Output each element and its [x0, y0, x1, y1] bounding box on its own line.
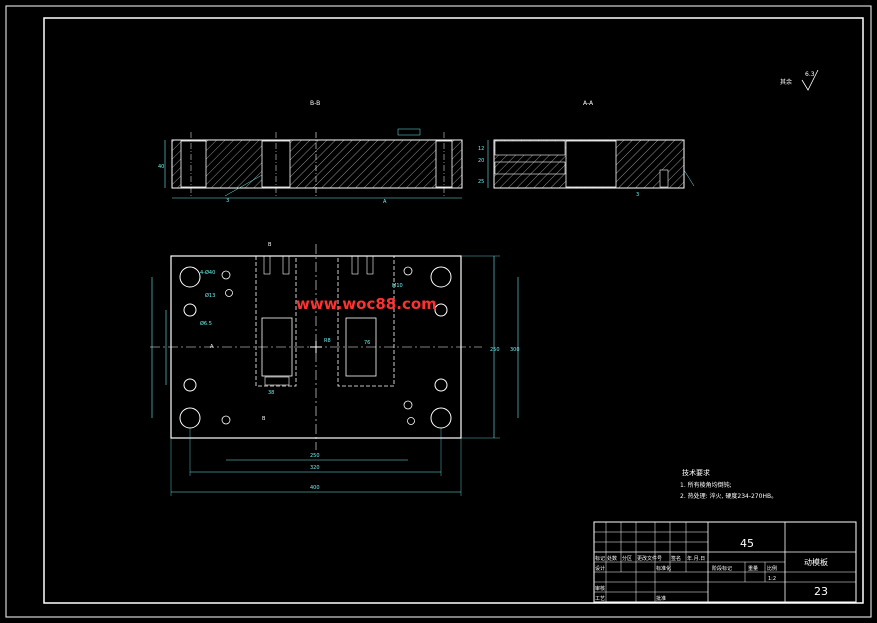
section-marker-b-top: B [268, 242, 272, 248]
plan-vert-dim-1: 250 [490, 347, 500, 353]
tb-r-stage: 阶段标记 [712, 565, 732, 572]
tb-r-review: 审核 [595, 585, 605, 592]
tb-material: 45 [740, 537, 754, 550]
roughness-value: 6.3 [805, 71, 815, 78]
right-dim-b: 20 [478, 158, 484, 164]
tb-h-count: 处数 [607, 555, 617, 562]
section-marker-a-left: A [210, 344, 214, 350]
hole-callout-4: M10 [392, 283, 403, 289]
plan-vert-dim-2: 300 [510, 347, 520, 353]
plan-horiz-dim-3: 400 [310, 485, 320, 491]
plan-horiz-dim-1: 250 [310, 453, 320, 459]
plan-view: R8 4-Ø40 Ø13 Ø6.5 M10 38 76 B A B 250 30… [150, 242, 520, 496]
tb-drawing-no: 23 [814, 585, 828, 598]
section-view-right: 12 20 25 3 [478, 139, 695, 198]
left-center-mark: A [383, 199, 387, 205]
tb-r-scale: 比例 [767, 565, 777, 572]
tb-part-name: 动模板 [804, 557, 828, 567]
tech-req-line2: 2. 热处理: 淬火, 硬度234-270HB。 [680, 492, 777, 500]
tb-r-weight: 重量 [748, 565, 758, 572]
outer-border [5, 5, 872, 618]
inner-border [43, 17, 864, 604]
plan-horiz-dim-2: 320 [310, 465, 320, 471]
tb-r-approve: 批准 [656, 595, 666, 602]
tb-h-zone: 分区 [622, 555, 632, 562]
title-block: 45 动模板 23 1:2 标记 处数 分区 更改文件号 签名 年.月.日 设计… [593, 521, 857, 603]
tb-h-mark: 标记 [595, 555, 605, 562]
slot-width: 38 [268, 390, 274, 396]
hole-callout-1: 4-Ø40 [200, 269, 215, 276]
slot-height: 76 [364, 340, 370, 346]
section-view-left: 40 A 3 [158, 128, 463, 205]
right-dim-c: 25 [478, 179, 484, 185]
left-callout: 3 [226, 198, 229, 204]
tb-h-docno: 更改文件号 [637, 555, 662, 562]
roughness-label: 其余 [780, 78, 792, 86]
section-label-b: B-B [310, 100, 320, 107]
tb-r-process: 工艺 [595, 596, 605, 602]
watermark: www.woc88.com [296, 295, 437, 313]
right-dim-d: 3 [636, 192, 639, 198]
section-label-a: A-A [583, 100, 594, 107]
tb-h-sign: 签名 [671, 555, 681, 562]
tb-h-date: 年.月.日 [687, 555, 705, 562]
left-height-dim: 40 [158, 164, 164, 170]
tb-scale: 1:2 [768, 576, 776, 582]
roughness-symbol-icon [801, 69, 819, 91]
hole-callout-2: Ø13 [205, 292, 215, 299]
center-radius: R8 [324, 338, 331, 344]
tech-req-line1: 1. 所有棱角均倒钝; [680, 481, 732, 489]
tech-req-title: 技术要求 [682, 468, 710, 477]
right-dim-a: 12 [478, 146, 484, 152]
section-marker-b-bottom: B [262, 416, 266, 422]
tb-r-std: 标准化 [656, 565, 671, 572]
hole-callout-3: Ø6.5 [200, 320, 212, 327]
tb-r-design: 设计 [595, 565, 605, 572]
